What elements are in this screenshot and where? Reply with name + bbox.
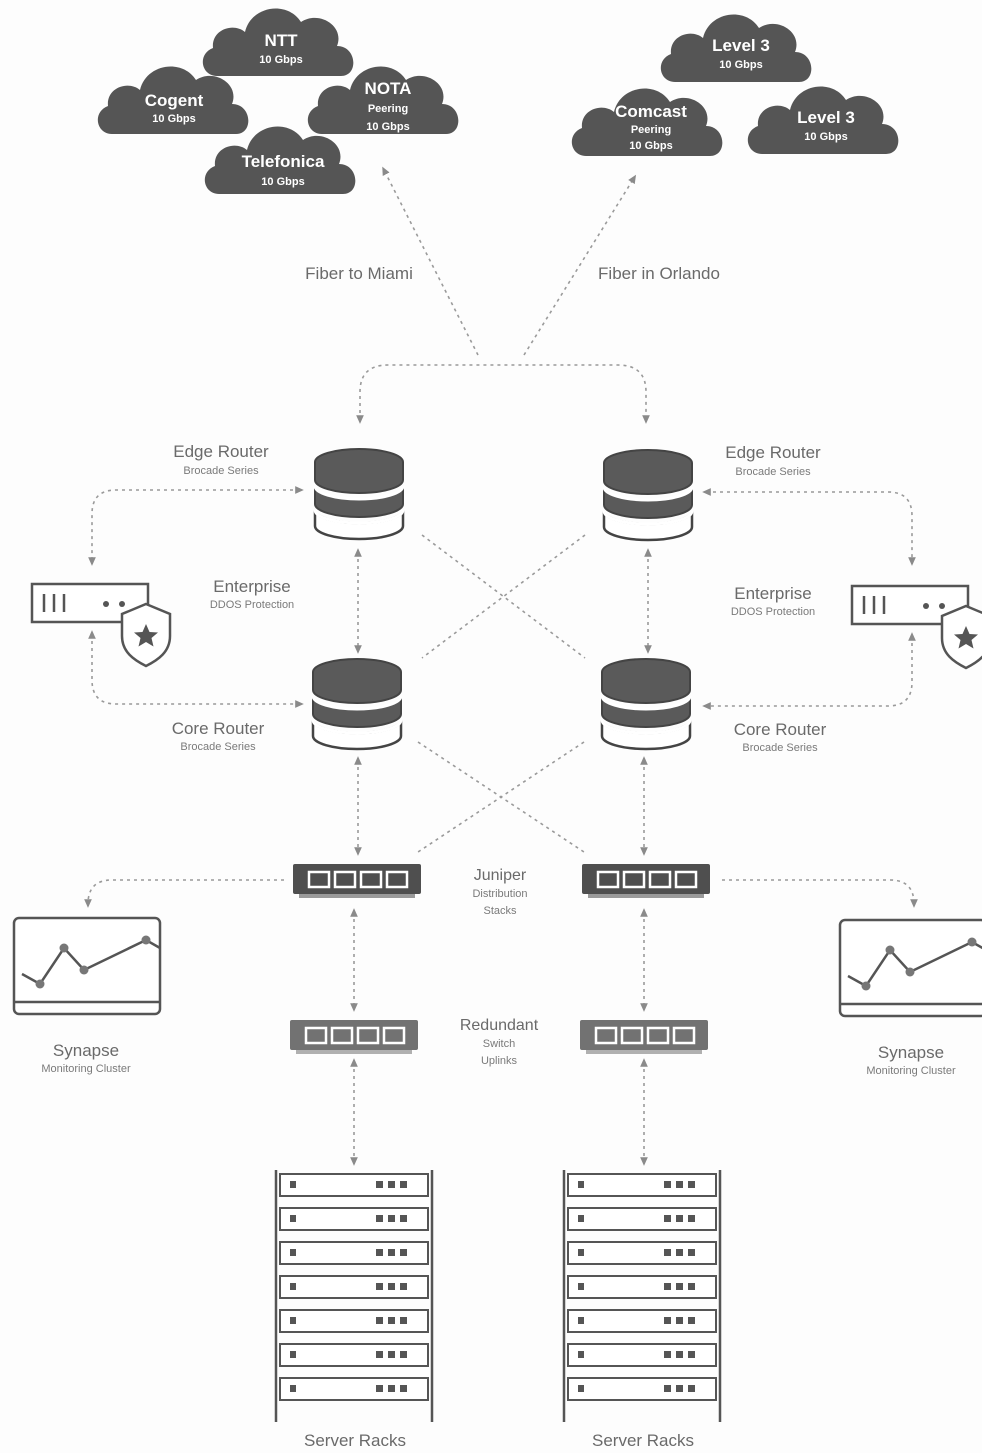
cloud-speed: 10 Gbps <box>152 113 195 125</box>
redundant-switch-right <box>578 1018 710 1056</box>
edge-router-left-subtitle: Brocade Series <box>183 465 259 477</box>
cloud-speed: 10 Gbps <box>719 59 762 71</box>
edge-router-left <box>313 447 405 541</box>
cloud-ntt: NTT 10 Gbps <box>202 8 354 77</box>
cloud-speed: 10 Gbps <box>629 140 672 152</box>
ddos-appliance-right <box>850 584 982 670</box>
connector-lines <box>84 166 918 1166</box>
cloud-level3-right: Level 3 10 Gbps <box>747 86 899 154</box>
core-router-left <box>311 657 403 751</box>
fiber-right-label: Fiber in Orlando <box>598 264 720 283</box>
cloud-nota: NOTA Peering 10 Gbps <box>307 66 459 134</box>
juniper-label-line2: Distribution <box>472 888 527 900</box>
juniper-label-line3: Stacks <box>483 905 517 917</box>
core-router-left-subtitle: Brocade Series <box>180 741 256 753</box>
cloud-speed: 10 Gbps <box>804 131 847 143</box>
synapse-right-title: Synapse <box>878 1043 944 1062</box>
ddos-appliance-left <box>30 582 172 668</box>
cloud-name: NOTA <box>365 79 412 98</box>
cloud-name: Cogent <box>145 91 204 110</box>
edge-router-right <box>602 448 694 542</box>
redundant-label-line3: Uplinks <box>481 1055 518 1067</box>
juniper-switch-right <box>580 862 712 900</box>
cloud-name: Level 3 <box>797 108 855 127</box>
ddos-right-title: Enterprise <box>734 584 811 603</box>
cloud-speed: 10 Gbps <box>259 54 302 66</box>
fiber-left-label: Fiber to Miami <box>305 264 413 283</box>
core-router-right-subtitle: Brocade Series <box>742 742 818 754</box>
synapse-right-subtitle: Monitoring Cluster <box>866 1065 956 1077</box>
cloud-level3-top: Level 3 10 Gbps <box>660 14 812 83</box>
juniper-label-line1: Juniper <box>474 867 527 884</box>
redundant-switch-left <box>288 1018 420 1056</box>
cloud-name: NTT <box>264 31 298 50</box>
server-racks-right-label: Server Racks <box>592 1431 694 1450</box>
cloud-peering: Peering <box>368 103 408 115</box>
edge-router-right-subtitle: Brocade Series <box>735 466 811 478</box>
core-router-left-title: Core Router <box>172 719 265 738</box>
synapse-left-title: Synapse <box>53 1041 119 1060</box>
cloud-name: Comcast <box>615 102 687 121</box>
redundant-label-line2: Switch <box>483 1038 515 1050</box>
cloud-cogent: Cogent 10 Gbps <box>97 66 249 134</box>
juniper-switch-left <box>291 862 423 900</box>
synapse-monitor-right <box>838 918 982 1018</box>
cloud-peering: Peering <box>631 124 671 136</box>
cloud-telefonica: Telefonica 10 Gbps <box>204 126 356 194</box>
server-rack-right <box>564 1170 720 1422</box>
synapse-monitor-left <box>12 916 162 1016</box>
edge-router-left-title: Edge Router <box>173 442 269 461</box>
server-rack-left <box>276 1170 432 1422</box>
cloud-name: Level 3 <box>712 36 770 55</box>
core-router-right <box>600 657 692 751</box>
core-router-right-title: Core Router <box>734 720 827 739</box>
cloud-name: Telefonica <box>242 152 325 171</box>
server-racks-left-label: Server Racks <box>304 1431 406 1450</box>
edge-router-right-title: Edge Router <box>725 443 821 462</box>
cloud-speed: 10 Gbps <box>366 121 409 133</box>
ddos-right-subtitle: DDOS Protection <box>731 606 815 618</box>
ddos-left-subtitle: DDOS Protection <box>210 599 294 611</box>
cloud-speed: 10 Gbps <box>261 176 304 188</box>
redundant-label-line1: Redundant <box>460 1017 539 1034</box>
ddos-left-title: Enterprise <box>213 577 290 596</box>
cloud-comcast: Comcast Peering 10 Gbps <box>571 88 723 156</box>
synapse-left-subtitle: Monitoring Cluster <box>41 1063 131 1075</box>
